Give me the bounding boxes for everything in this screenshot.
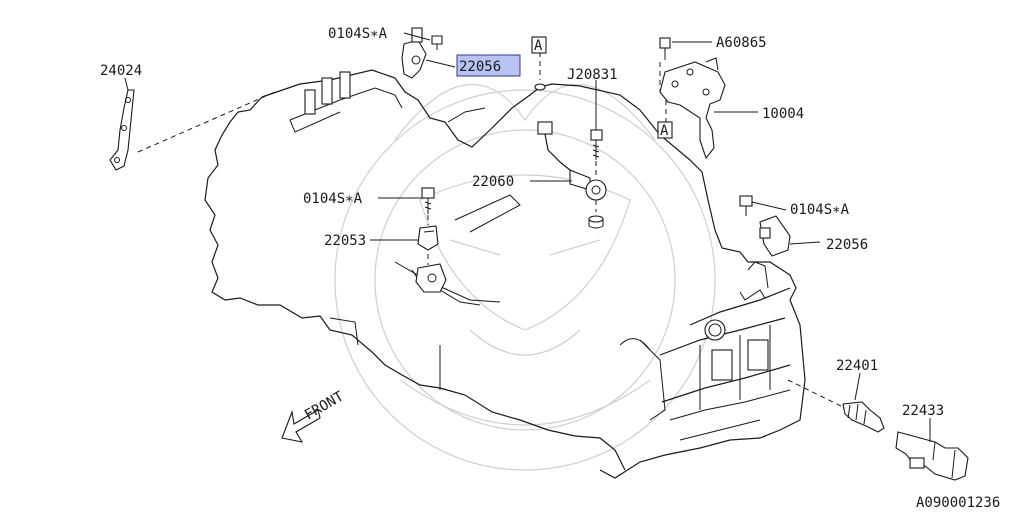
svg-text:A: A — [534, 38, 543, 54]
svg-text:A: A — [660, 123, 669, 139]
sensor-22056-right[interactable] — [739, 195, 791, 257]
label-sensor-top[interactable]: 22056 — [459, 59, 501, 75]
bracket-10004[interactable] — [659, 37, 726, 160]
dashed-leaders — [137, 52, 846, 409]
front-arrow: FRONT — [281, 388, 347, 443]
label-bolt-top: 0104S∗A — [328, 26, 388, 42]
bracket-24024[interactable] — [109, 89, 135, 171]
knock-sensor-22060[interactable] — [537, 121, 607, 229]
watermark-emblem — [334, 83, 716, 471]
ref-marker-a-top: A — [531, 36, 547, 54]
label-bolt-j[interactable]: J20831 — [567, 67, 618, 83]
spark-plug-22401[interactable] — [842, 401, 885, 433]
cam-sensor-22053[interactable] — [415, 187, 447, 293]
label-leaders — [124, 32, 931, 442]
label-spark-plug[interactable]: 22401 — [836, 358, 878, 374]
diagram-code: A090001236 — [916, 495, 1000, 511]
label-knock-sensor[interactable]: 22060 — [472, 174, 514, 190]
label-bolt-a[interactable]: A60865 — [716, 35, 767, 51]
engine-block — [204, 69, 806, 479]
label-bracket-left[interactable]: 24024 — [100, 63, 142, 79]
ignition-coil-22433[interactable] — [895, 431, 969, 481]
sensor-22056-top[interactable] — [401, 27, 443, 79]
highlight-box — [456, 54, 521, 77]
label-cam-sensor[interactable]: 22053 — [324, 233, 366, 249]
label-bolt-right[interactable]: 0104S∗A — [790, 202, 850, 218]
ref-marker-a-right: A — [657, 121, 673, 139]
label-ignition-coil[interactable]: 22433 — [902, 403, 944, 419]
label-bracket-right[interactable]: 10004 — [762, 106, 804, 122]
label-bolt-mid[interactable]: 0104S∗A — [303, 191, 363, 207]
locating-hole — [534, 83, 546, 91]
front-label: FRONT — [302, 388, 347, 423]
label-sensor-right[interactable]: 22056 — [826, 237, 868, 253]
